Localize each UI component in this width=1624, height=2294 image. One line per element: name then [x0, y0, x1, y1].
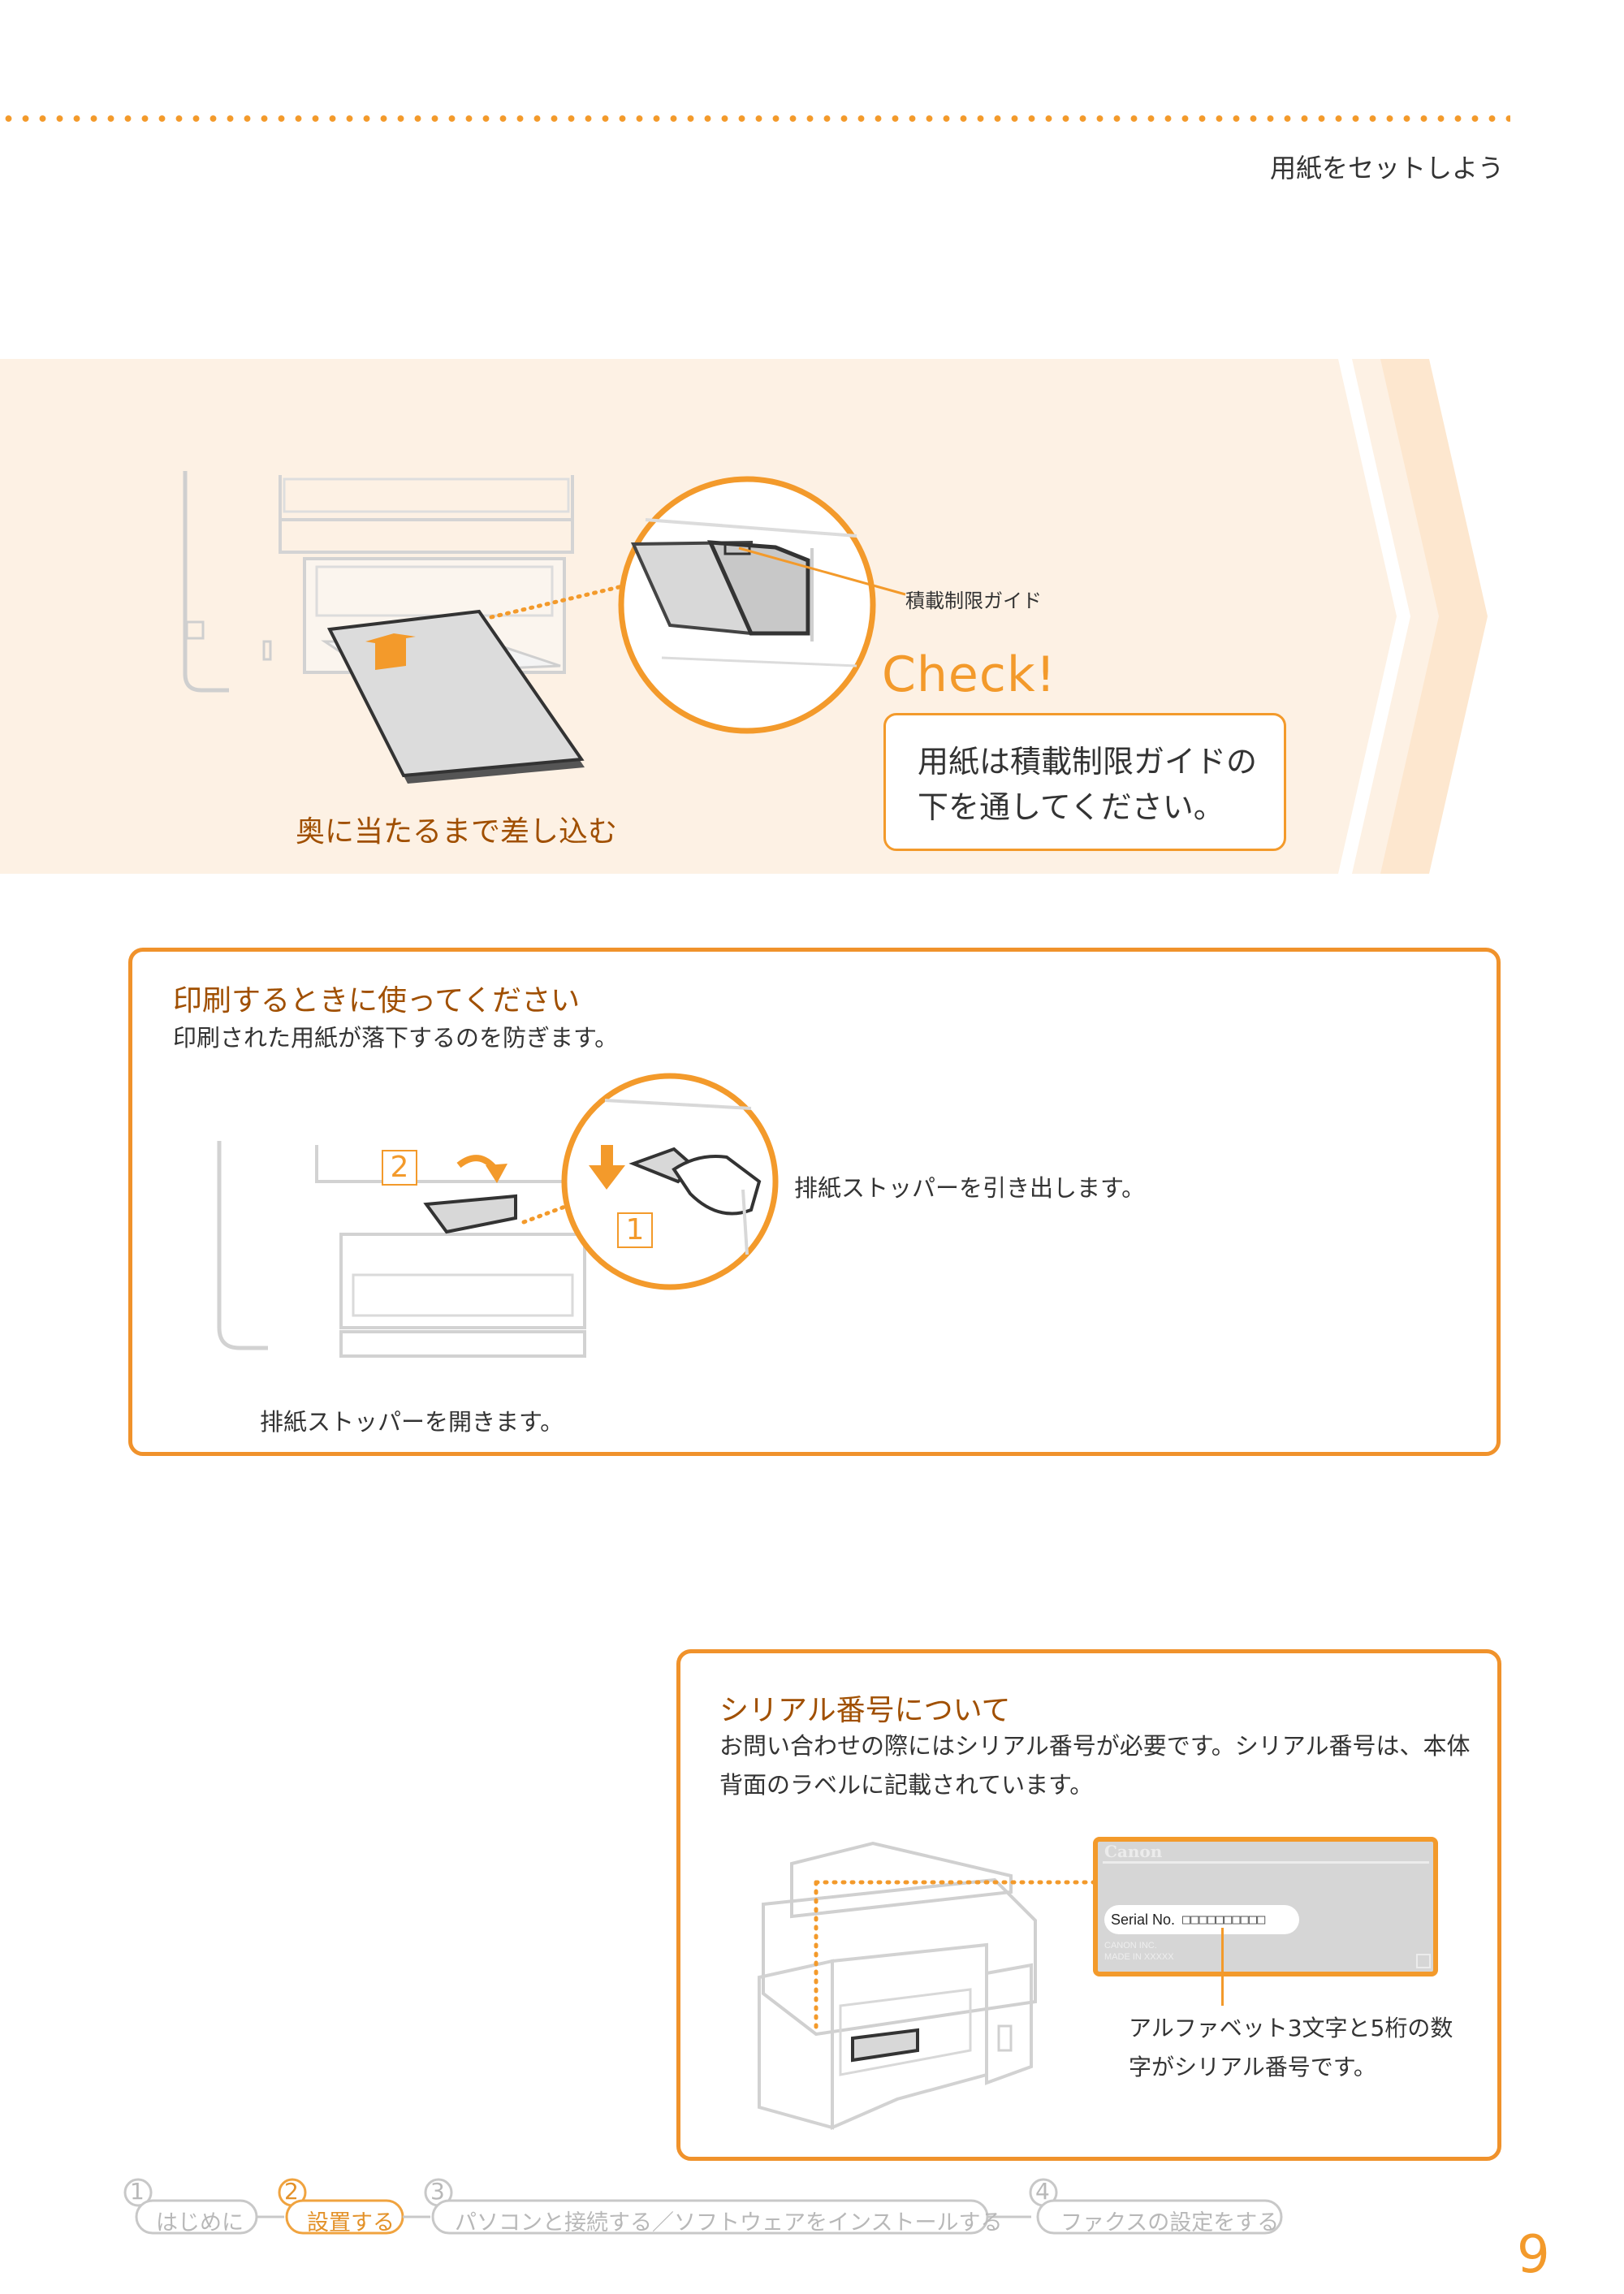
serial-label-connector	[814, 1880, 1099, 2033]
step-2-number: 2	[390, 1151, 409, 1184]
stopper-open-caption: 排紙ストッパーを開きます。	[260, 1408, 564, 1436]
page-header-title: 用紙をセットしよう	[1269, 153, 1504, 184]
guide-label-leader	[738, 546, 906, 596]
paper-stopper-box	[128, 948, 1501, 1456]
label-company: CANON INC.	[1104, 1941, 1157, 1951]
step-1-number: 1	[625, 1213, 645, 1246]
serial-note-leader	[1221, 1928, 1224, 2006]
nav-step-2-number: 2	[284, 2178, 299, 2205]
check-note-box	[883, 713, 1286, 851]
nav-step-1-label[interactable]: はじめに	[156, 2210, 244, 2236]
nav-step-1-number: 1	[130, 2178, 145, 2205]
nav-step-4-number: 4	[1035, 2178, 1050, 2205]
nav-step-4-label[interactable]: ファクスの設定をする	[1060, 2210, 1280, 2236]
label-brand: Canon	[1104, 1842, 1163, 1861]
load-limit-guide-zoom	[618, 476, 876, 734]
header-dotted-rule	[0, 114, 1510, 123]
zoom-connector	[489, 582, 632, 620]
label-serial-text: Serial No.	[1111, 1912, 1176, 1928]
insert-instruction: 奥に当たるまで差し込む	[296, 815, 618, 849]
step-navigation-frame	[123, 2178, 1283, 2235]
serial-label: Canon Serial No. □□□□□□□□□□ CANON INC. M…	[1093, 1837, 1438, 1976]
printer-stopper-illustration	[217, 1141, 593, 1358]
stopper-zoom-circle	[561, 1073, 779, 1290]
step-2-marker: 2	[382, 1150, 417, 1186]
printer-rear-illustration	[758, 1841, 1037, 2131]
check-note-text: 用紙は積載制限ガイドの下を通してください。	[918, 744, 1258, 825]
label-origin: MADE IN XXXXX	[1104, 1952, 1174, 1962]
nav-step-2-label[interactable]: 設置する	[307, 2210, 395, 2236]
label-serial-value: □□□□□□□□□□	[1182, 1912, 1266, 1928]
paper-stopper-title: 印刷するときに使ってください	[173, 984, 581, 1017]
serial-number-note: アルファベット3文字と5桁の数字がシリアル番号です。	[1129, 2015, 1453, 2080]
check-title: Check!	[882, 646, 1056, 703]
nav-step-3-number: 3	[430, 2178, 445, 2205]
load-limit-guide-label: 積載制限ガイド	[905, 590, 1042, 612]
step-1-marker: 1	[617, 1212, 653, 1248]
label-corner-mark	[1416, 1954, 1431, 1968]
page-number: 9	[1517, 2225, 1550, 2285]
nav-step-3-label[interactable]: パソコンと接続する／ソフトウェアをインストールする	[455, 2210, 1003, 2236]
printer-paper-insert-illustration	[183, 471, 585, 784]
serial-value-pill	[1104, 1905, 1299, 1934]
label-top-rule	[1103, 1861, 1429, 1864]
serial-number-description: お問い合わせの際にはシリアル番号が必要です。シリアル番号は、本体背面のラベルに記…	[719, 1732, 1471, 1799]
paper-stopper-description: 印刷された用紙が落下するのを防ぎます。	[173, 1024, 619, 1052]
stopper-pull-out-text: 排紙ストッパーを引き出します。	[794, 1174, 1146, 1202]
serial-number-title: シリアル番号について	[719, 1694, 1011, 1727]
